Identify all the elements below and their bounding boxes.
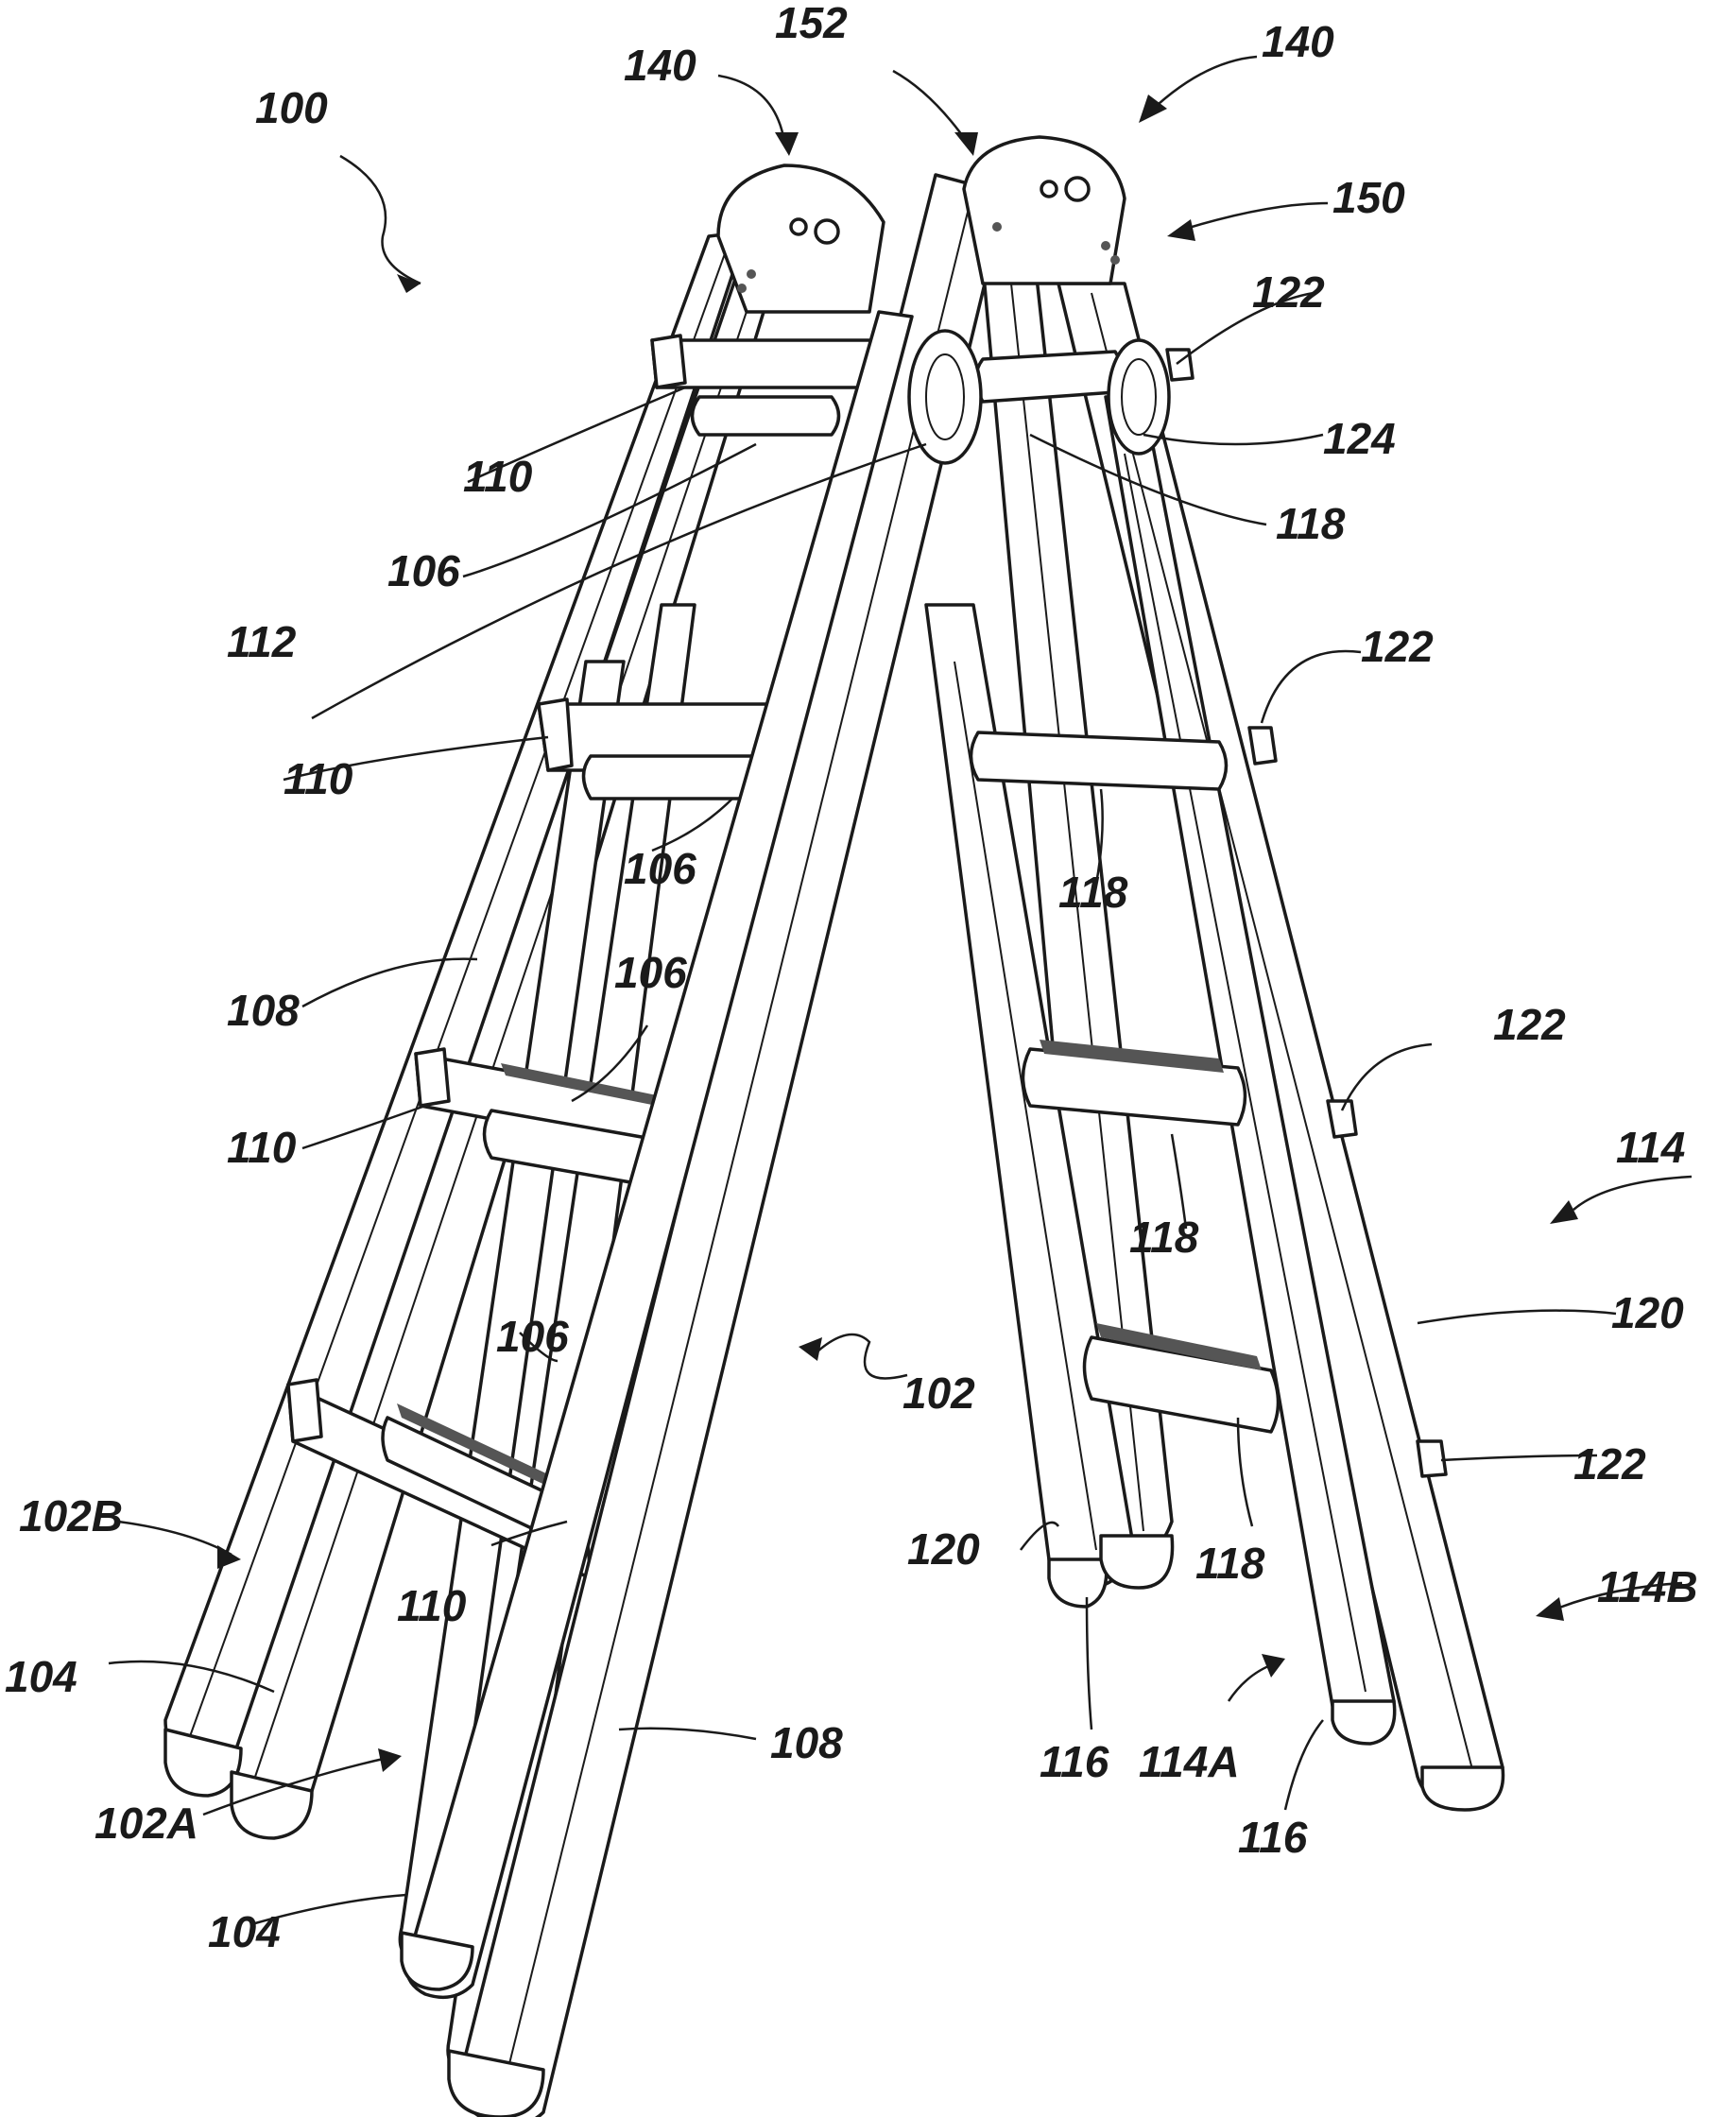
label-102: 102: [902, 1368, 975, 1418]
rear-bracket-4: [1418, 1441, 1446, 1476]
label-114B: 114B: [1597, 1562, 1698, 1611]
label-110-d: 110: [397, 1581, 467, 1630]
hinge-left: [718, 165, 884, 312]
label-110-a: 110: [463, 452, 533, 501]
label-102B: 102B: [19, 1491, 123, 1540]
rear-bracket-3: [1328, 1101, 1356, 1137]
front-rung-1: [652, 340, 893, 387]
label-118-c: 118: [1129, 1213, 1199, 1262]
label-106-a: 106: [387, 546, 460, 595]
front-rung-1-cap: [693, 397, 839, 435]
label-152: 152: [775, 0, 848, 47]
rear-foot-1: [1049, 1559, 1107, 1607]
label-122-b: 122: [1361, 622, 1434, 671]
label-140-right: 140: [1262, 17, 1334, 66]
label-112: 112: [227, 617, 297, 666]
rear-rung-1: [976, 352, 1123, 402]
label-104-a: 104: [5, 1652, 77, 1701]
front-rung-2-cap: [584, 756, 764, 799]
label-106-b: 106: [624, 844, 696, 893]
label-122-c: 122: [1493, 1000, 1566, 1049]
label-122-a: 122: [1252, 267, 1325, 317]
rear-bracket-2: [1249, 728, 1276, 764]
label-108-a: 108: [227, 986, 300, 1035]
label-116-b: 116: [1238, 1813, 1308, 1862]
rear-foot-4: [1422, 1767, 1504, 1810]
label-118-b: 118: [1058, 868, 1128, 917]
label-120-b: 120: [907, 1524, 980, 1574]
label-100: 100: [255, 83, 328, 132]
label-106-d: 106: [496, 1312, 569, 1361]
label-110-b: 110: [284, 754, 353, 803]
label-118-d: 118: [1195, 1539, 1265, 1588]
rear-foot-2: [1101, 1536, 1173, 1588]
label-150: 150: [1332, 173, 1405, 222]
label-120-a: 120: [1611, 1288, 1684, 1337]
label-118-a: 118: [1276, 499, 1346, 548]
label-102A: 102A: [95, 1799, 198, 1848]
label-114: 114: [1616, 1123, 1685, 1172]
label-122-d: 122: [1573, 1439, 1646, 1489]
label-108-b: 108: [770, 1718, 843, 1767]
rear-foot-3: [1332, 1701, 1395, 1744]
hinge-right: [964, 137, 1125, 284]
label-124: 124: [1323, 414, 1396, 463]
label-104-b: 104: [208, 1907, 281, 1956]
label-114A: 114A: [1139, 1737, 1240, 1786]
label-140-left: 140: [624, 41, 696, 90]
rear-rung-2: [971, 732, 1227, 789]
label-106-c: 106: [614, 948, 687, 997]
label-116-a: 116: [1040, 1737, 1109, 1786]
label-110-c: 110: [227, 1123, 297, 1172]
